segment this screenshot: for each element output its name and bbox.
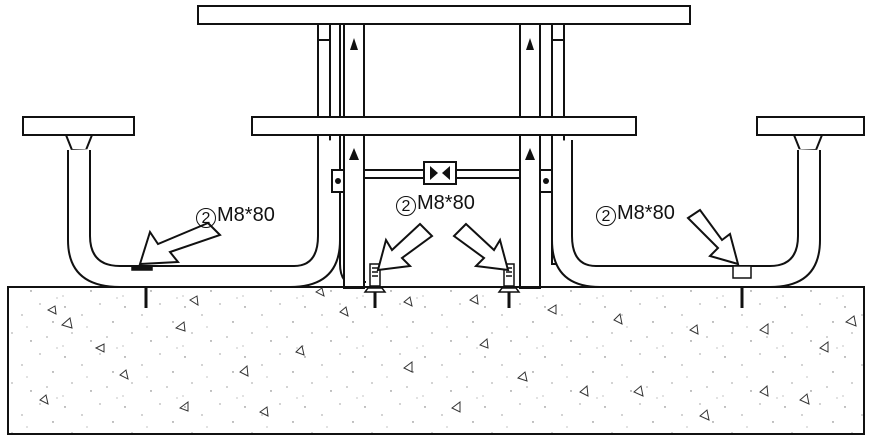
arrow-center-left — [376, 222, 434, 272]
bolt-spec: M8*80 — [417, 192, 475, 214]
bolt-spec: M8*80 — [217, 204, 275, 226]
anchor-bolts — [131, 263, 752, 308]
aggregate-marks — [39, 287, 857, 421]
right-bench — [551, 116, 865, 288]
center-bench-seat — [251, 116, 637, 136]
center-legs — [343, 134, 541, 288]
arrow-left — [138, 221, 222, 266]
step-number-marker: 2 — [596, 206, 616, 226]
tabletop — [197, 5, 691, 25]
bolt-spec: M8*80 — [617, 202, 675, 224]
arrow-center-right — [452, 222, 510, 272]
step-number-marker: 2 — [396, 196, 416, 216]
step-number-marker: 2 — [196, 208, 216, 228]
cross-brace — [331, 161, 553, 193]
arrow-right — [686, 208, 740, 266]
concrete-foundation — [7, 286, 865, 435]
left-bench — [22, 116, 341, 288]
